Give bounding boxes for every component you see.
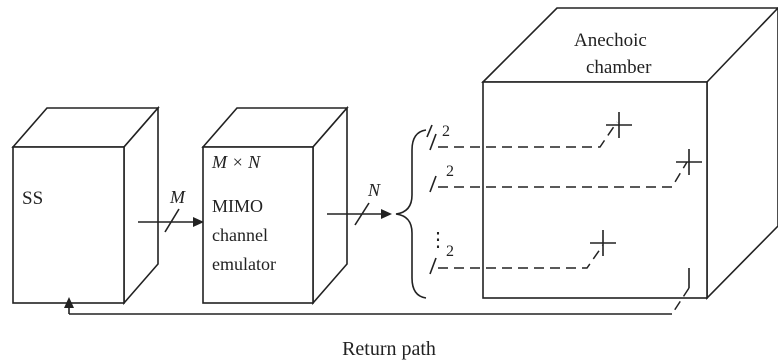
n-label: N xyxy=(367,180,381,200)
emulator-title: M × N xyxy=(211,152,261,172)
return-path-line xyxy=(64,268,690,315)
link-1-count: 2 xyxy=(442,123,450,140)
antenna-link-2 xyxy=(429,149,702,193)
link-3-count: 2 xyxy=(446,243,454,260)
emulator-label-emulator: emulator xyxy=(212,254,276,274)
chamber-label-chamber: chamber xyxy=(586,57,652,78)
link-2-count: 2 xyxy=(446,163,454,180)
m-signal-arrow xyxy=(138,208,204,233)
anechoic-chamber-box xyxy=(481,6,778,300)
ss-box xyxy=(11,105,160,306)
antenna-link-1 xyxy=(426,112,632,151)
link-ellipsis: ⋮ xyxy=(428,229,448,251)
emulator-label-channel: channel xyxy=(212,225,268,245)
antenna-link-3 xyxy=(429,230,616,275)
chamber-label-anechoic: Anechoic xyxy=(574,30,647,51)
m-label: M xyxy=(169,187,186,207)
ss-label: SS xyxy=(22,188,43,209)
emulator-box xyxy=(201,105,349,306)
n-signal-arrow xyxy=(327,202,392,226)
return-path-label: Return path xyxy=(342,338,436,360)
emulator-label-mimo: MIMO xyxy=(212,196,263,216)
fan-out-brace xyxy=(395,129,427,299)
